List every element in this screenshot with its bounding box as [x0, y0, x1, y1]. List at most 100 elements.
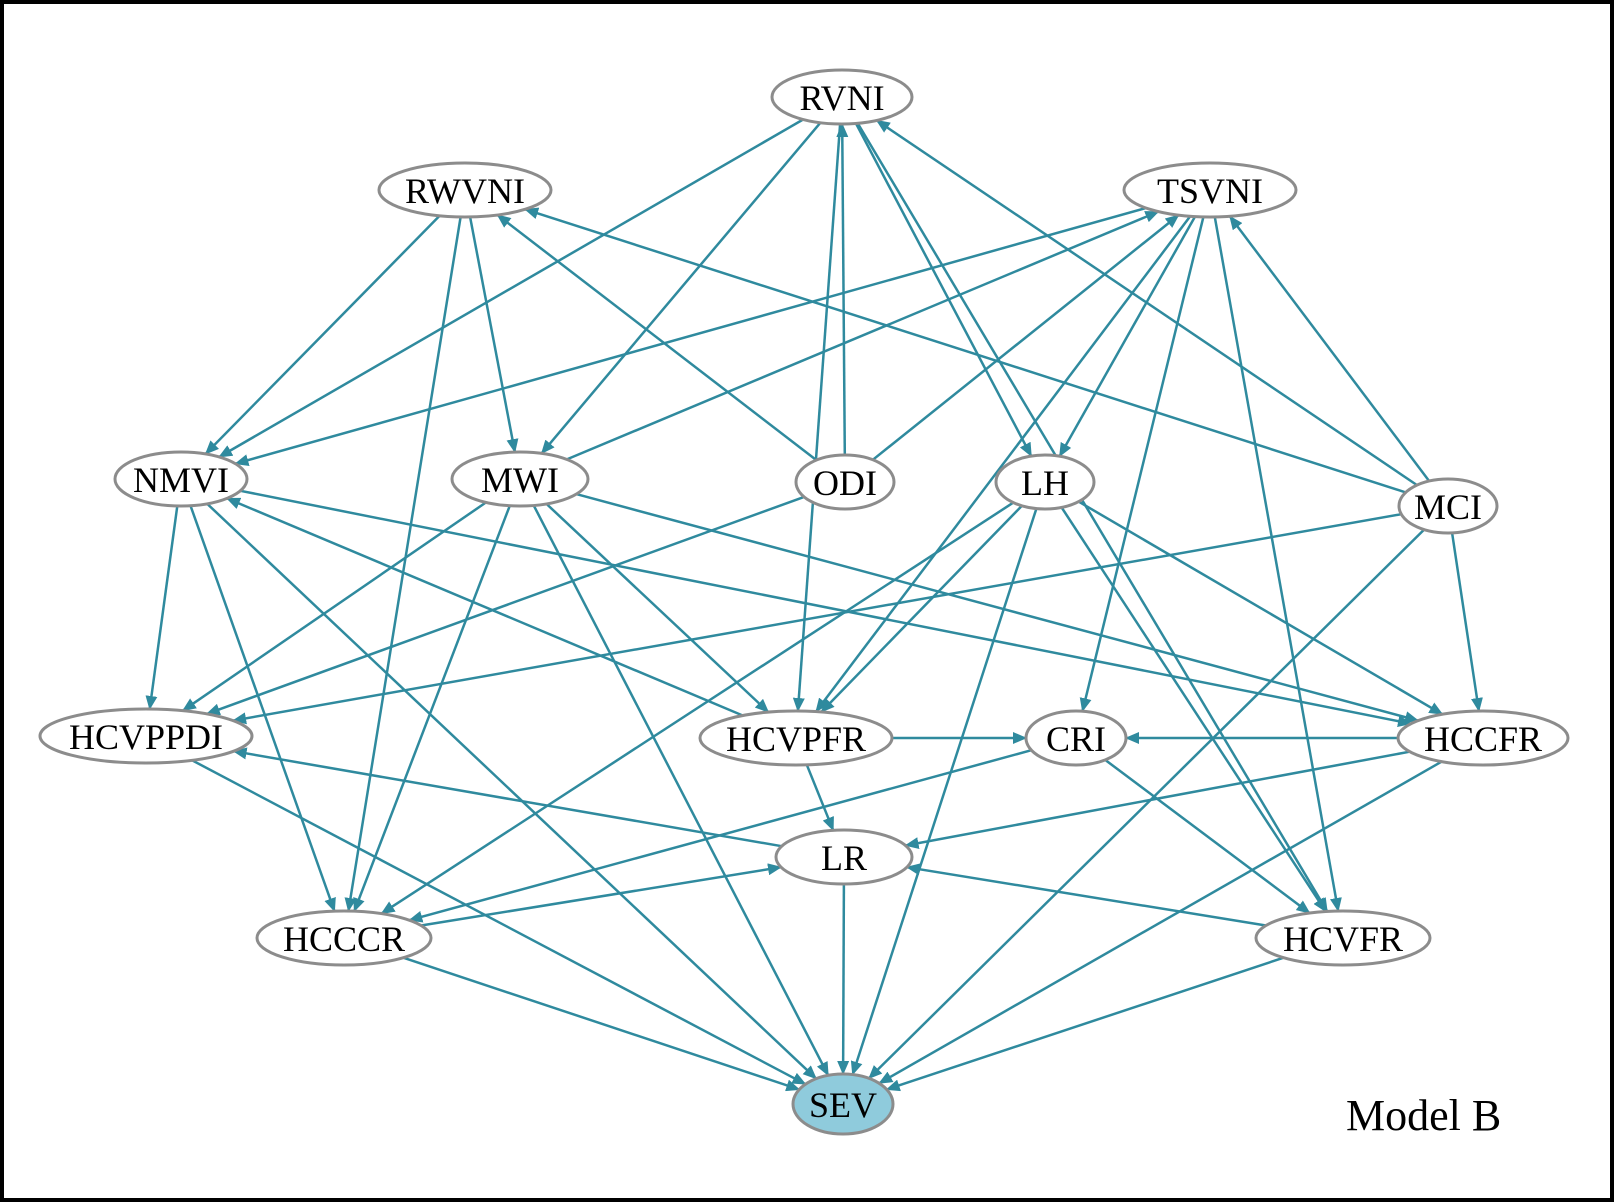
- node-rwvni-ellipse: [377, 161, 553, 219]
- edge-rvni-to-hcvpfr: [792, 123, 842, 712]
- edge-rwvni-to-mwi: [468, 216, 519, 454]
- edge-hcvfr-to-sev: [885, 956, 1284, 1092]
- edge-nmvi-to-hccfr: [240, 489, 1412, 728]
- edge-rwvni-to-hcccr: [344, 216, 462, 912]
- edge-mwi-to-sev: [532, 504, 830, 1077]
- edge-mci-to-tsvni: [1228, 215, 1431, 482]
- node-hccfr-label: HCCFR: [1424, 719, 1542, 759]
- edge-hcvpfr-to-nmvi: [226, 497, 744, 717]
- node-nmvi[interactable]: NMVI: [113, 450, 249, 508]
- node-hcvfr-ellipse: [1254, 909, 1432, 967]
- node-rvni-label: RVNI: [799, 78, 884, 118]
- edge-rvni-to-nmvi: [218, 118, 804, 459]
- edge-hcccr-to-sev: [402, 956, 801, 1092]
- node-lr-label: LR: [821, 838, 867, 878]
- nodes-layer: RVNI RWVNI TSVNI NMVI MWI ODI LH MCI HCVPPDI HCVP…: [38, 68, 1570, 1136]
- edge-cri-to-hcccr: [408, 748, 1032, 923]
- edge-tsvni-to-lh: [1058, 215, 1197, 458]
- edge-odi-to-rwvni: [496, 214, 818, 462]
- node-rvni[interactable]: RVNI: [770, 68, 914, 126]
- node-hcvppdi-ellipse: [38, 707, 254, 765]
- node-rvni-ellipse: [770, 68, 914, 126]
- node-mci-ellipse: [1397, 477, 1499, 535]
- node-sev-label: SEV: [809, 1085, 877, 1125]
- node-hccfr-ellipse: [1396, 709, 1570, 767]
- node-sev-ellipse: [791, 1072, 895, 1136]
- node-hcvpfr-label: HCVPFR: [726, 719, 866, 759]
- node-mci-label: MCI: [1414, 487, 1482, 527]
- node-rwvni-label: RWVNI: [405, 171, 525, 211]
- node-hcvfr[interactable]: HCVFR: [1254, 909, 1432, 967]
- edge-lh-to-hcvpfr: [820, 504, 1023, 713]
- edge-lh-to-hccfr: [1077, 500, 1444, 716]
- edge-tsvni-to-cri: [1079, 216, 1205, 713]
- node-lh-label: LH: [1021, 463, 1069, 503]
- edge-rvni-to-hcvfr: [856, 122, 1329, 913]
- node-nmvi-ellipse: [113, 450, 249, 508]
- edge-mci-to-rwvni: [524, 207, 1407, 494]
- node-hcccr-label: HCCCR: [283, 919, 405, 959]
- node-cri[interactable]: CRI: [1024, 709, 1128, 767]
- node-hcccr-ellipse: [255, 909, 433, 967]
- edge-hcvfr-to-lr: [905, 863, 1267, 927]
- edge-odi-to-rvni: [836, 123, 849, 456]
- node-hcvppdi-label: HCVPPDI: [69, 717, 223, 757]
- node-lr[interactable]: LR: [774, 828, 914, 886]
- node-nmvi-label: NMVI: [133, 460, 229, 500]
- node-hcvppdi[interactable]: HCVPPDI: [38, 707, 254, 765]
- edge-mwi-to-hcvppdi: [181, 501, 487, 712]
- edge-mwi-to-hcvpfr: [545, 502, 770, 714]
- node-odi-ellipse: [794, 453, 896, 511]
- edge-hccfr-to-sev: [878, 760, 1443, 1085]
- model-caption: Model B: [1346, 1091, 1501, 1140]
- edge-nmvi-to-hcccr: [189, 505, 336, 913]
- node-hcvpfr[interactable]: HCVPFR: [698, 709, 894, 767]
- node-mci[interactable]: MCI: [1397, 477, 1499, 535]
- edge-hcvppdi-to-sev: [191, 759, 807, 1086]
- edge-lh-to-hcvfr: [1060, 506, 1327, 913]
- edge-rvni-to-lh: [854, 122, 1033, 457]
- edge-mci-to-hcvppdi: [232, 512, 1402, 725]
- node-mwi-label: MWI: [481, 460, 559, 500]
- edge-lr-to-sev: [837, 883, 850, 1075]
- node-cri-label: CRI: [1046, 719, 1106, 759]
- node-mwi[interactable]: MWI: [450, 450, 590, 508]
- node-lh[interactable]: LH: [994, 453, 1096, 511]
- edge-nmvi-to-sev: [206, 502, 818, 1080]
- node-tsvni[interactable]: TSVNI: [1122, 161, 1298, 219]
- edge-odi-to-tsvni: [872, 214, 1180, 461]
- node-cri-ellipse: [1024, 709, 1128, 767]
- edge-tsvni-to-nmvi: [234, 206, 1147, 466]
- edge-mwi-to-tsvni: [566, 210, 1160, 461]
- node-mwi-ellipse: [450, 450, 590, 508]
- edge-lh-to-sev: [850, 508, 1038, 1076]
- node-hcvfr-label: HCVFR: [1283, 919, 1403, 959]
- edge-lh-to-hcccr: [380, 501, 1014, 915]
- edge-nmvi-to-hcvppdi: [145, 505, 179, 710]
- node-hcvpfr-ellipse: [698, 709, 894, 767]
- node-tsvni-ellipse: [1122, 161, 1298, 219]
- edge-hcccr-to-lr: [420, 863, 782, 927]
- node-sev[interactable]: SEV: [791, 1072, 895, 1136]
- edge-mwi-to-hccfr: [575, 492, 1420, 724]
- node-tsvni-label: TSVNI: [1157, 171, 1263, 211]
- edge-hcvpfr-to-lr: [805, 764, 835, 832]
- node-hcccr[interactable]: HCCCR: [255, 909, 433, 967]
- node-lh-ellipse: [994, 453, 1096, 511]
- edge-rwvni-to-nmvi: [204, 214, 441, 455]
- edge-mci-to-sev: [868, 528, 1425, 1080]
- edge-rvni-to-mwi: [540, 121, 822, 455]
- edge-mci-to-hccfr: [1450, 532, 1483, 712]
- edge-cri-to-hcvfr: [1104, 758, 1311, 915]
- node-odi[interactable]: ODI: [794, 453, 896, 511]
- node-rwvni[interactable]: RWVNI: [377, 161, 553, 219]
- edge-tsvni-to-hcvfr: [1213, 216, 1342, 912]
- node-odi-label: ODI: [813, 463, 877, 503]
- node-hccfr[interactable]: HCCFR: [1396, 709, 1570, 767]
- node-lr-ellipse: [774, 828, 914, 886]
- edge-mwi-to-hcccr: [353, 505, 511, 913]
- edges-layer: [145, 118, 1483, 1092]
